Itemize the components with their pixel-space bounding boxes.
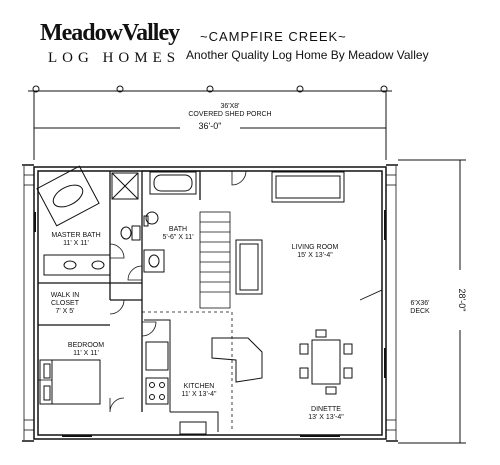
logo-subtitle: LOG HOMES (48, 50, 181, 66)
plan-subtitle: Another Quality Log Home By Meadow Valle… (186, 48, 429, 62)
bath-size: 5'-6" X 11' (162, 234, 194, 241)
bedroom-size: 11' X 11' (73, 350, 99, 357)
master-bath-fixtures (36, 165, 141, 276)
bath-label: BATH (168, 226, 188, 233)
kitchen-size: 11' X 13'-4" (181, 391, 217, 398)
kitchen-counter (144, 319, 263, 435)
living-furniture (235, 171, 345, 295)
log-ends (23, 166, 397, 440)
porch (28, 85, 392, 160)
closet-label-2: CLOSET (50, 300, 79, 307)
interior-walls (38, 170, 201, 412)
dinette-table (299, 329, 353, 395)
plan-title: ~CAMPFIRE CREEK~ (200, 29, 347, 44)
porch-label: COVERED SHED PORCH (188, 111, 272, 118)
bath-fixtures (143, 211, 165, 273)
living-room-size: 15' X 13'-4" (297, 252, 333, 259)
doors (38, 170, 383, 413)
closet-size: 7' X 5' (55, 308, 75, 315)
bathtub (149, 171, 197, 195)
deck-size: 6'X36' (410, 300, 430, 307)
dinette-label: DINETTE (311, 406, 341, 413)
master-bath-size: 11' X 11' (63, 240, 89, 247)
logo-brand: MeadowValley (40, 20, 180, 46)
closet-label-1: WALK IN (50, 292, 80, 299)
depth-dimension-label: 28'-0" (457, 270, 467, 330)
living-room-label: LIVING ROOM (291, 244, 339, 251)
bedroom-label: BEDROOM (67, 342, 105, 349)
porch-size: 36'X8' (220, 103, 240, 110)
stairs (199, 211, 231, 309)
width-dimension-label: 36'-0" (180, 122, 240, 131)
bed (39, 359, 101, 405)
windows (34, 210, 386, 437)
exterior-walls (22, 164, 398, 442)
master-bath-label: MASTER BATH (51, 232, 101, 239)
deck-label: DECK (410, 308, 430, 315)
kitchen-label: KITCHEN (183, 383, 215, 390)
dashed-lines (142, 311, 233, 432)
dinette-size: 13' X 13'-4" (308, 414, 344, 421)
